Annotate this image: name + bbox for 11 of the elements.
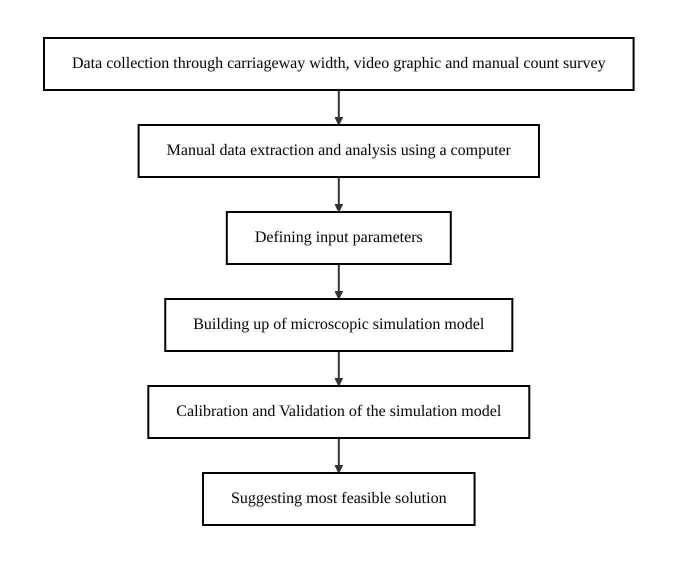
node-box: Defining input parameters xyxy=(226,210,452,264)
node-box: Data collection through carriageway width, video graphic and manual count survey xyxy=(43,36,635,90)
node-box: Manual data extraction and analysis using a computer xyxy=(138,124,540,178)
arrow xyxy=(334,264,344,299)
node-box: Building up of microscopic simulation model xyxy=(164,298,514,352)
node-box: Calibration and Validation of the simulation model xyxy=(148,384,530,438)
arrow xyxy=(334,90,344,125)
arrow xyxy=(334,350,344,386)
arrow xyxy=(334,438,344,473)
arrow xyxy=(334,176,344,212)
node-box: Suggesting most feasible solution xyxy=(202,472,476,526)
